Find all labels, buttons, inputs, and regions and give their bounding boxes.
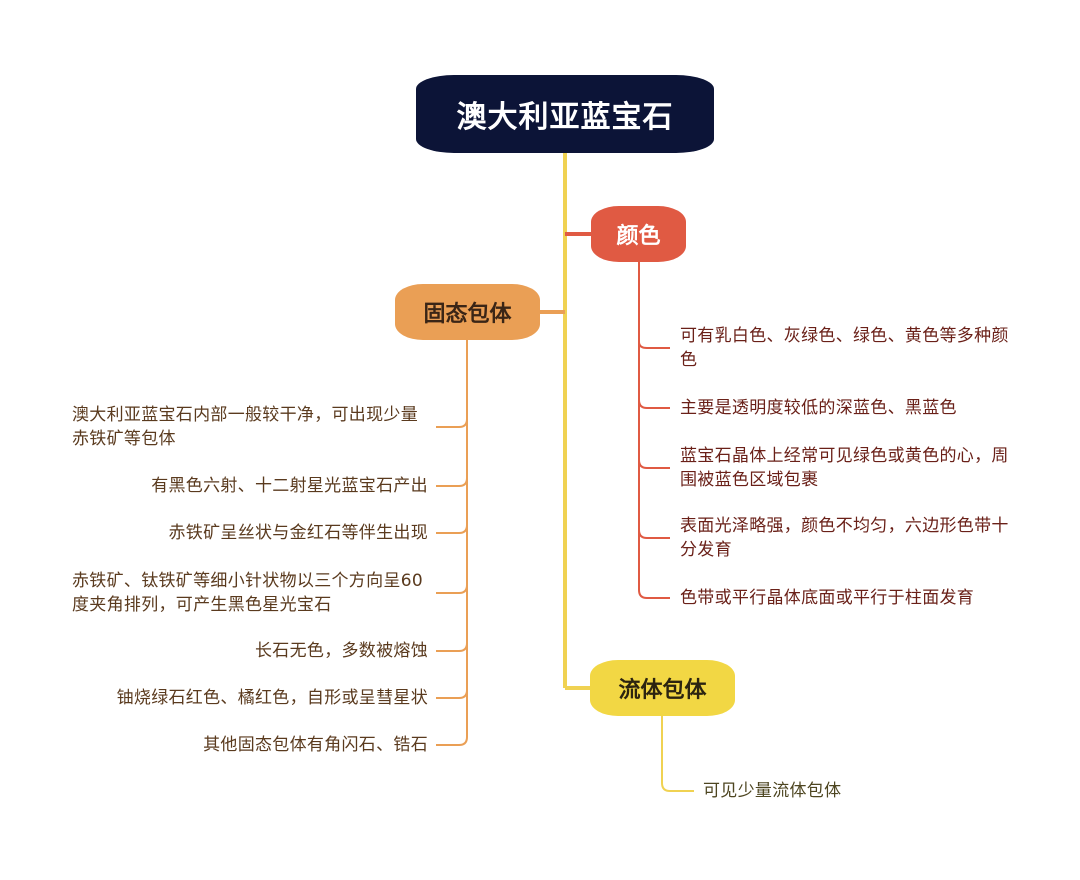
- branch-color[interactable]: 颜色: [591, 206, 686, 262]
- solid-leaf-5: 长石无色，多数被熔蚀: [255, 641, 428, 661]
- solid-leaf-1: 澳大利亚蓝宝石内部一般较干净，可出现少量赤铁矿等包体: [72, 405, 418, 449]
- color-leaf-5: 色带或平行晶体底面或平行于柱面发育: [680, 588, 975, 608]
- solid-leaf-6: 铀烧绿石红色、橘红色，自形或呈彗星状: [116, 688, 428, 708]
- fluid-leaf-1: 可见少量流体包体: [703, 781, 842, 801]
- color-leaf-1: 可有乳白色、灰绿色、绿色、黄色等多种颜色: [680, 326, 1009, 370]
- root-node[interactable]: 澳大利亚蓝宝石: [416, 75, 714, 153]
- solid-leaf-connectors: [436, 340, 468, 746]
- branch-solid-inclusions[interactable]: 固态包体: [395, 284, 540, 340]
- branch-fluid-inclusions[interactable]: 流体包体: [590, 660, 735, 716]
- fluid-leaf-connectors: [661, 716, 694, 792]
- solid-leaf-4: 赤铁矿、钛铁矿等细小针状物以三个方向呈60度夹角排列，可产生黑色星光宝石: [72, 571, 423, 615]
- solid-leaf-2: 有黑色六射、十二射星光蓝宝石产出: [151, 476, 428, 496]
- solid-leaf-7: 其他固态包体有角闪石、锆石: [203, 735, 428, 755]
- solid-leaf-3: 赤铁矿呈丝状与金红石等伴生出现: [168, 523, 428, 543]
- color-leaf-connectors: [638, 262, 670, 599]
- color-leaf-3: 蓝宝石晶体上经常可见绿色或黄色的心，周围被蓝色区域包裹: [680, 446, 1009, 490]
- color-leaf-4: 表面光泽略强，颜色不均匀，六边形色带十分发育: [680, 516, 1009, 560]
- color-leaf-2: 主要是透明度较低的深蓝色、黑蓝色: [680, 398, 957, 418]
